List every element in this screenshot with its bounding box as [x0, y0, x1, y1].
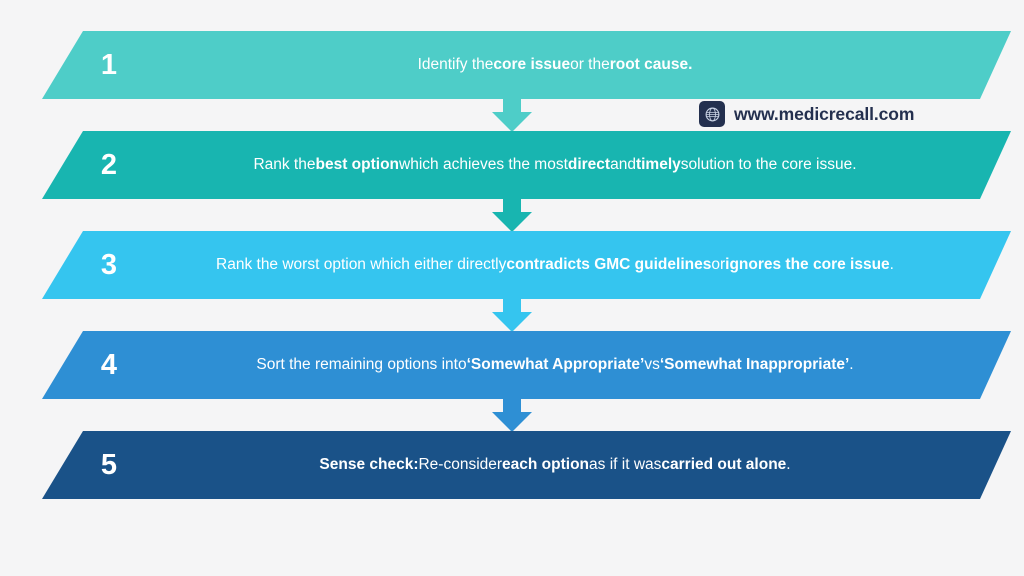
arrow-down-icon — [492, 399, 532, 432]
step-banner-2: 2 Rank the best option which achieves the… — [0, 131, 1024, 199]
step-number: 4 — [100, 348, 118, 381]
step-banner-4: 4 Sort the remaining options into ‘Somewh… — [0, 331, 1024, 399]
step-banner-shape — [42, 331, 1011, 399]
step-banner-1: 1 Identify the core issue or the root cau… — [0, 31, 1024, 99]
step-number: 2 — [100, 148, 118, 181]
step-number: 5 — [100, 448, 118, 481]
step-banner-shape — [42, 31, 1011, 99]
arrow-down-icon — [492, 199, 532, 232]
step-banner-shape — [42, 431, 1011, 499]
step-text: Rank the best option which achieves the … — [253, 156, 857, 174]
step-banner-shape — [42, 231, 1011, 299]
step-number: 1 — [100, 48, 118, 81]
step-number: 3 — [100, 248, 118, 281]
step-banner-5: 5 Sense check: Re-consider each option as… — [0, 431, 1024, 499]
watermark: www.medicrecall.com — [699, 101, 914, 127]
brain-globe-logo-icon — [699, 101, 725, 127]
step-text: Sort the remaining options into ‘Somewha… — [256, 356, 854, 374]
step-text: Sense check: Re-consider each option as … — [319, 456, 791, 474]
step-banner-shape — [42, 131, 1011, 199]
watermark-url: www.medicrecall.com — [734, 103, 915, 124]
arrow-down-icon — [492, 299, 532, 332]
step-text: Identify the core issue or the root caus… — [417, 56, 693, 74]
step-text: Rank the worst option which either direc… — [216, 256, 894, 274]
step-banner-3: 3 Rank the worst option which either dire… — [0, 231, 1024, 299]
arrow-down-icon — [492, 99, 532, 132]
